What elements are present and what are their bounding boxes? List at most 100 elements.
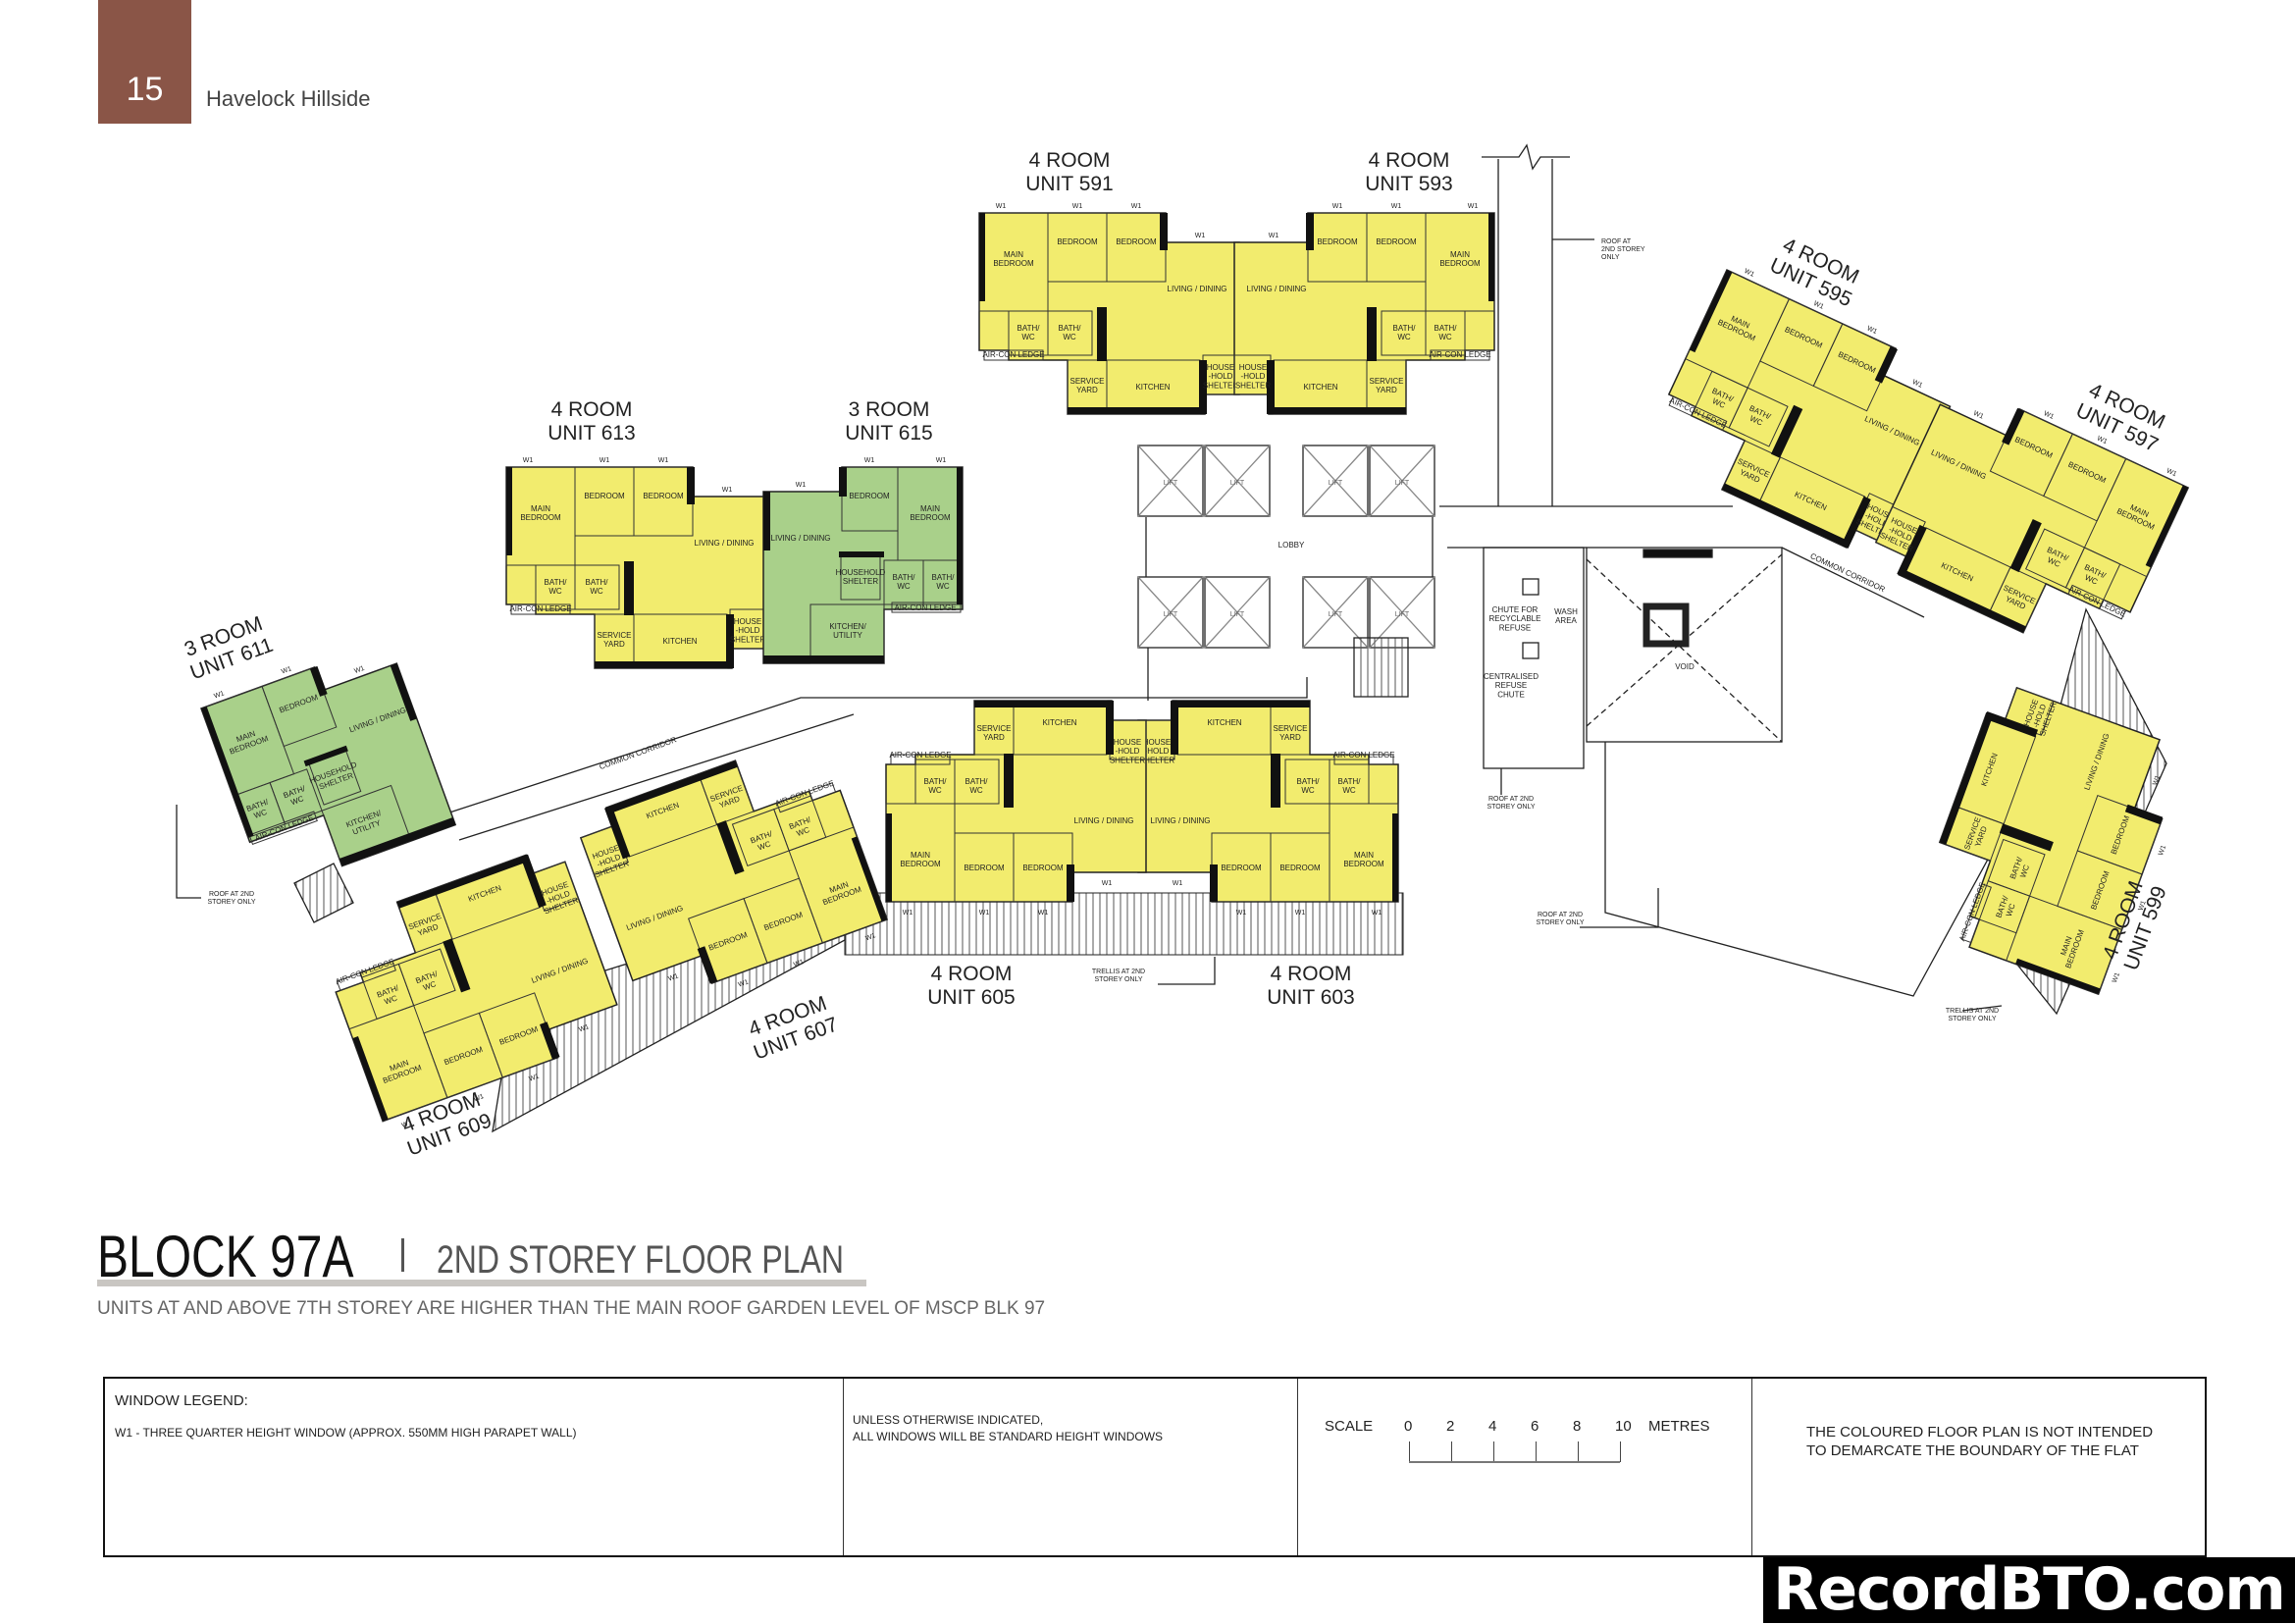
room-label: LIVING / DINING: [1168, 285, 1227, 293]
room-label: LIVING / DINING: [1151, 816, 1211, 825]
room-label-line: HOUSE: [1114, 738, 1141, 747]
room-label-line: SHELTER: [730, 635, 766, 644]
window-legend-cell: WINDOW LEGEND: W1 - THREE QUARTER HEIGHT…: [105, 1379, 844, 1555]
refuse-room: [1483, 547, 1585, 769]
lift-label-line: LIFT: [1329, 480, 1343, 487]
window-tag-line: W1: [281, 665, 292, 675]
lift-shaft: [1302, 576, 1369, 649]
room-label: BATH/WC: [893, 573, 916, 591]
wall: [2009, 519, 2042, 573]
room-label: BEDROOM: [1221, 864, 1262, 872]
window-tag-line: W1: [667, 972, 679, 982]
window-tag: W1: [2158, 844, 2167, 856]
lift-label: LIFT: [1230, 480, 1245, 487]
window-tag-line: W1: [2158, 844, 2167, 856]
room-outline: [336, 960, 396, 992]
room-label: BEDROOM: [584, 492, 625, 500]
wall: [1721, 483, 1850, 548]
window-tag-line: W1: [473, 1093, 485, 1103]
room-label: BATH/WC: [1059, 324, 1082, 341]
wall: [2124, 804, 2164, 825]
unit-shape: [1938, 686, 2164, 996]
centralised-chute-label-line: CHUTE: [1497, 690, 1525, 699]
room-label: BATH/WC: [545, 578, 568, 596]
window-tag-line: W1: [2138, 900, 2148, 912]
room-label-line: BEDROOM: [993, 259, 1034, 268]
unit-label-line: 3 ROOM: [849, 398, 930, 421]
window-tag: W1: [1102, 880, 1113, 887]
wall: [957, 467, 963, 604]
wall: [390, 663, 417, 721]
corridor-label-line: COMMON CORRIDOR: [599, 735, 678, 771]
room-outline: [248, 811, 318, 846]
window-tag: W1: [2138, 900, 2148, 912]
window-tag: W1: [667, 972, 679, 982]
lift-label: LIFT: [1395, 611, 1410, 618]
watermark: RecordBTO.com: [1763, 1557, 2295, 1623]
room-label-line: BATH/: [893, 573, 916, 582]
room-label-line: WC: [756, 839, 772, 852]
room-label-line: YARD: [603, 640, 625, 649]
room-outline: [574, 564, 620, 610]
lift-cross: [1204, 576, 1271, 649]
window-tag-line: W1: [401, 1120, 413, 1129]
window-legend-heading: WINDOW LEGEND:: [115, 1392, 248, 1409]
wall: [1210, 864, 1218, 902]
wall: [1160, 213, 1168, 250]
room-label-line: BEDROOM: [849, 492, 890, 500]
room-label-line: MAIN: [1354, 851, 1374, 860]
room-label-line: HOUSE: [1207, 363, 1234, 372]
room-label: BEDROOM: [849, 492, 890, 500]
window-tag-line: W1: [523, 457, 534, 464]
wall: [1004, 754, 1014, 808]
window-tag: W1: [401, 1120, 413, 1129]
site-line: [1604, 742, 2003, 997]
trellis-label-line: STOREY ONLY: [1094, 976, 1142, 983]
disclaimer-cell: THE COLOURED FLOOR PLAN IS NOT INTENDED …: [1751, 1379, 2205, 1555]
wall: [763, 655, 884, 663]
room-label: BATH/WC: [1297, 777, 1321, 795]
room-label: AIR-CON LEDGE: [894, 603, 956, 612]
room-label: BEDROOM: [964, 864, 1005, 872]
room-label-line: BATH/: [965, 777, 989, 786]
wall: [1689, 270, 1733, 353]
scale-tick-label: 8: [1573, 1418, 1582, 1435]
room-label-line: LIVING / DINING: [1168, 285, 1227, 293]
unit-label-line: 4 ROOM: [1029, 149, 1111, 172]
room-label: BATH/WC: [1434, 324, 1458, 341]
window-tag-line: W1: [1195, 233, 1206, 239]
window-tag-line: W1: [1131, 203, 1142, 210]
room-outline: [1668, 395, 1728, 432]
window-tag: W1: [864, 457, 875, 464]
room-label: LIVING / DINING: [1074, 816, 1134, 825]
wall: [339, 816, 456, 866]
page-number-badge: [98, 0, 191, 124]
room-label-line: KITCHEN: [1135, 383, 1170, 392]
window-tag: W1: [1911, 379, 1924, 390]
trellis-label-line: STOREY ONLY: [1948, 1016, 1996, 1022]
room-outline: [1987, 838, 2046, 897]
room-label: AIR-CON LEDGE: [1429, 350, 1490, 359]
room-label-line: YARD: [1076, 386, 1098, 394]
window-tag-line: W1: [1911, 379, 1924, 390]
unit-shape: [885, 700, 1147, 903]
room-label-line: YARD: [983, 733, 1005, 742]
wall: [886, 813, 892, 902]
room-label: BEDROOM: [1376, 237, 1417, 246]
room-label-line: WC: [2018, 864, 2031, 879]
unit-shape: [762, 466, 964, 664]
wall: [2145, 485, 2189, 568]
room-label: KITCHEN: [1207, 718, 1241, 727]
scale-tick-label: 0: [1404, 1418, 1413, 1435]
